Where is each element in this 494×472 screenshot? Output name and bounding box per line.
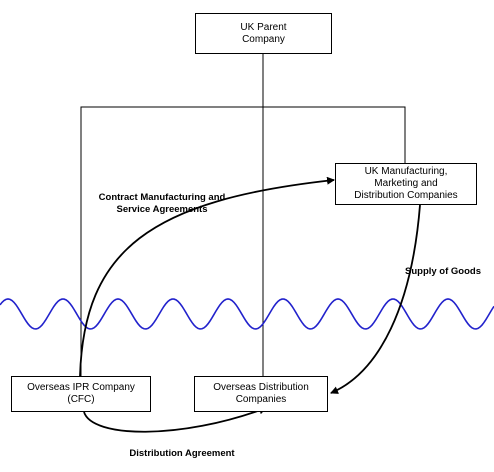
contract-agreement-arrow [79, 176, 335, 377]
distribution-agreement-label: Distribution Agreement [129, 448, 235, 459]
uk-manufacturing-box: UK Manufacturing, Marketing and Distribu… [335, 163, 477, 205]
uk-parent-company-box: UK Parent Company [195, 13, 332, 54]
supply-of-goods-arrow [330, 204, 421, 394]
overseas-ipr-company-box: Overseas IPR Company (CFC) [11, 376, 151, 412]
overseas-distribution-box: Overseas Distribution Companies [194, 376, 328, 412]
supply-of-goods-label: Supply of Goods [405, 266, 481, 277]
jurisdiction-boundary-wave [0, 298, 494, 330]
group-frame-line [80, 106, 406, 376]
distribution-agreement-arrow [83, 406, 267, 433]
contract-agreement-label: Contract Manufacturing and Service Agree… [98, 192, 226, 215]
